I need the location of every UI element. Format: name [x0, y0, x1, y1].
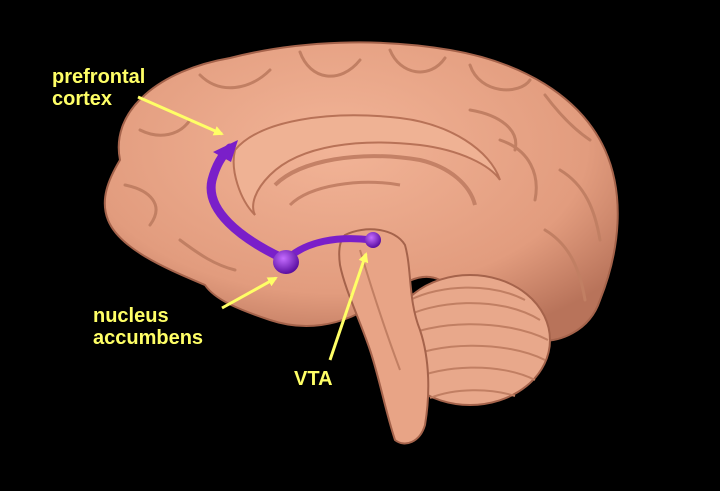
vta-label: VTA [294, 368, 333, 390]
corpus-callosum [232, 114, 501, 216]
label-arrows [137, 95, 369, 361]
prefrontal-cortex-label-line-2: cortex [52, 88, 113, 110]
pfc-pointer-arrow [137, 95, 224, 136]
nucleus-accumbens-label-line-1: nucleus [93, 305, 169, 327]
gyri-texture [123, 48, 602, 302]
nucleus-accumbens-node [273, 250, 299, 274]
brainstem [338, 228, 430, 445]
vta-node [365, 232, 381, 248]
vta-pointer-arrow [328, 252, 369, 361]
dopamine-pathway [206, 140, 381, 274]
nacc-pointer-arrow [221, 276, 278, 310]
prefrontal-cortex-label-line-1: prefrontal [52, 66, 146, 88]
nucleus-accumbens-label: nucleus accumbens [93, 305, 203, 349]
nucleus-accumbens-label-line-2: accumbens [93, 327, 204, 349]
pathway-arrowhead [213, 140, 238, 162]
nacc-to-pfc-tract [206, 143, 287, 263]
prefrontal-cortex-label: prefrontal cortex [52, 66, 145, 110]
